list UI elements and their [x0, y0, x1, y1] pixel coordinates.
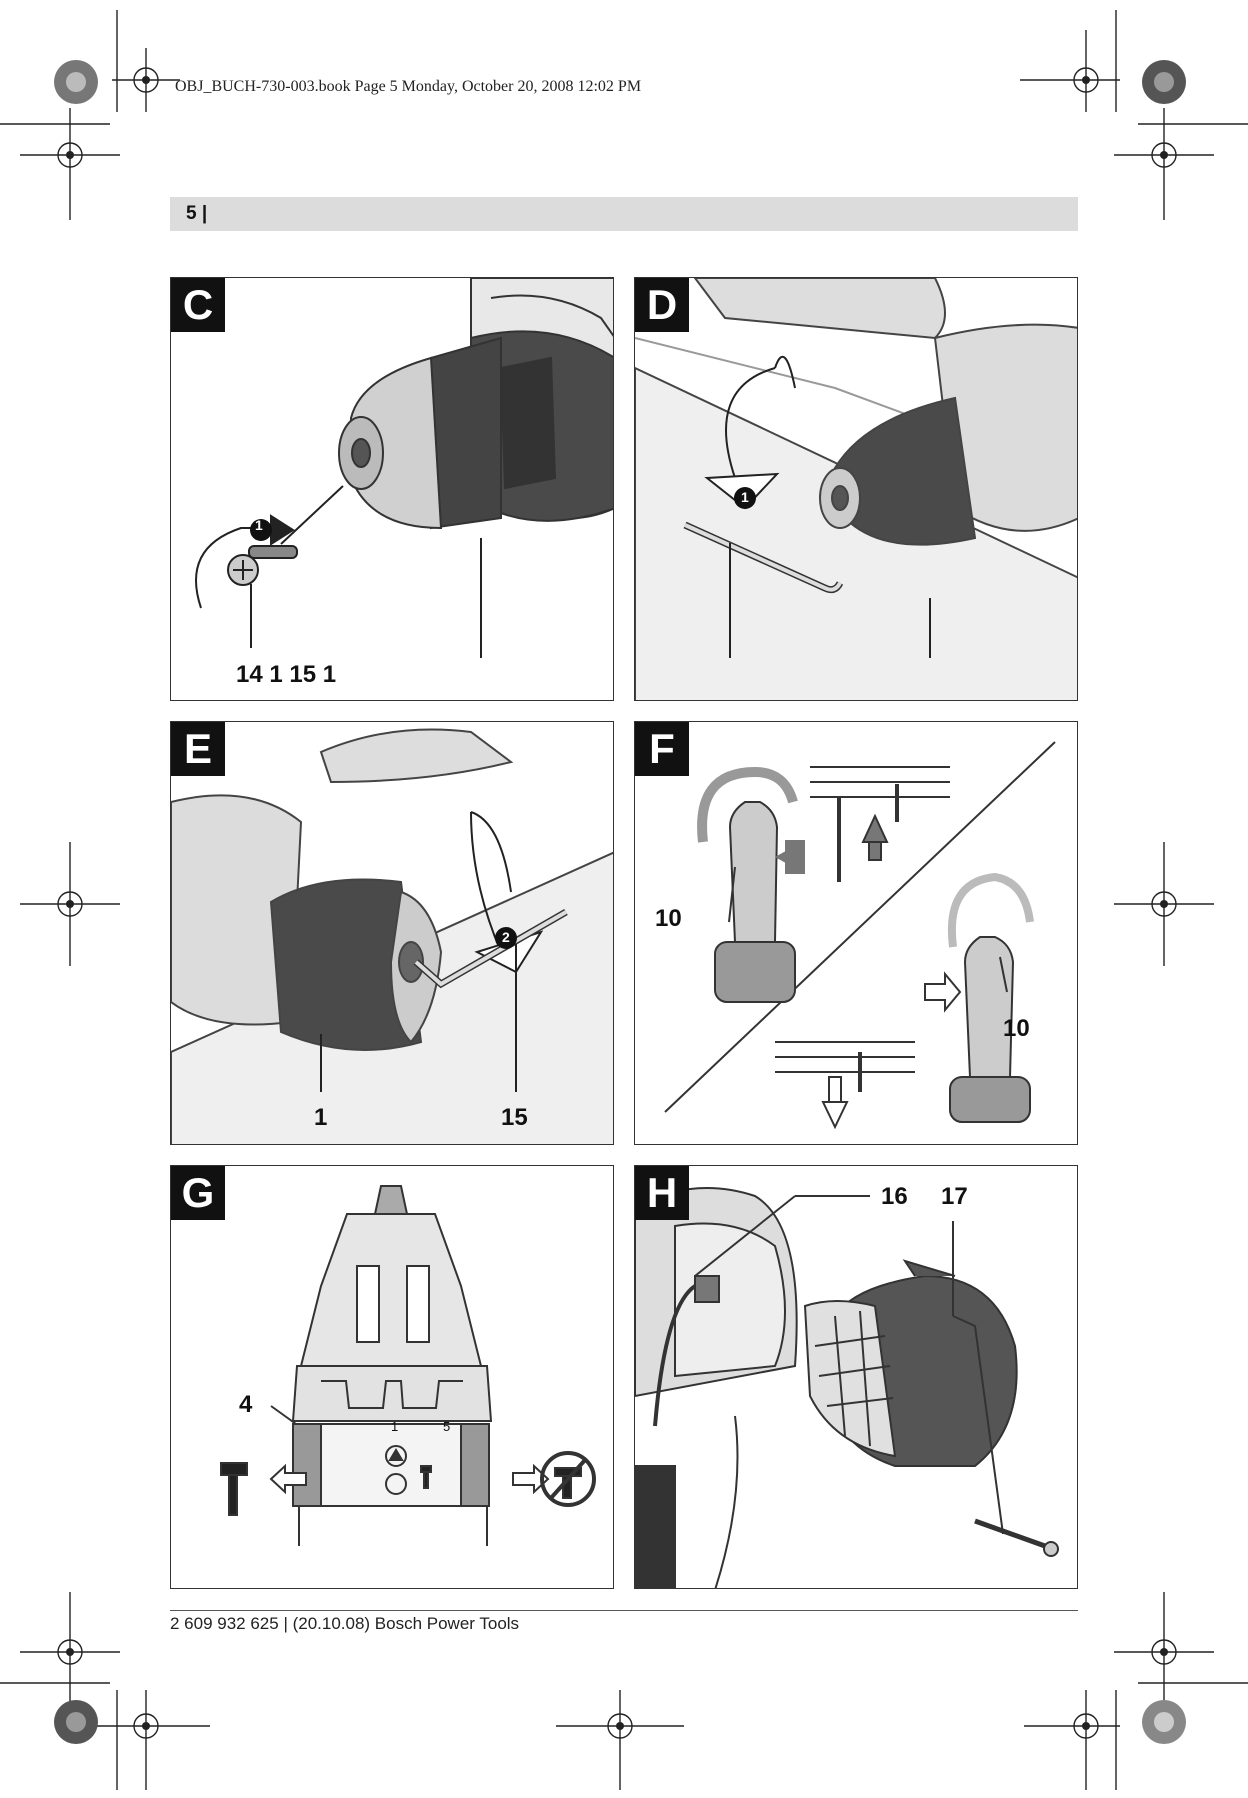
brush-cover-removal-illustration: [635, 1187, 1059, 1588]
footer-text: 2 609 932 625 | (20.10.08) Bosch Power T…: [170, 1614, 520, 1633]
callout-4: 4: [239, 1391, 253, 1418]
panel-letter-h: H: [635, 1166, 689, 1220]
panel-letter-e: E: [171, 722, 225, 776]
scale-mark-5: 5: [443, 1419, 451, 1434]
panel-letter-c: C: [171, 278, 225, 332]
callout-15: 15: [501, 1104, 528, 1131]
book-header: OBJ_BUCH-730-003.book Page 5 Monday, Oct…: [175, 78, 642, 95]
callout-14-1-15-1: 14 1 15 1: [236, 661, 337, 688]
figure-panel-h: H 16 17: [634, 1165, 1078, 1589]
step-marker-1: 1: [255, 517, 263, 533]
callout-16: 16: [881, 1183, 908, 1210]
step-marker-1: 1: [741, 489, 749, 505]
figure-panel-e: E 2 1 15: [170, 721, 614, 1145]
panel-letter-g: G: [171, 1166, 225, 1220]
chuck-screw-removal-illustration: [195, 278, 613, 658]
page-number-bar: [170, 197, 1078, 231]
callout-10-reverse: 10: [1003, 1015, 1030, 1042]
rotation-direction-illustration: [664, 741, 1056, 1130]
figure-panel-f: F 10 10: [634, 721, 1078, 1145]
footer-rule: [170, 1610, 1078, 1611]
callout-10-forward: 10: [655, 905, 682, 932]
panel-letter-d: D: [635, 278, 689, 332]
callout-17: 17: [941, 1183, 968, 1210]
figure-panel-d: D 1: [634, 277, 1078, 701]
figure-panel-c: C 1 14 1 15 1: [170, 277, 614, 701]
callout-1: 1: [314, 1104, 328, 1131]
figure-panel-g: G 4 1 5: [170, 1165, 614, 1589]
chuck-loosening-illustration: [635, 278, 1077, 700]
scale-mark-1: 1: [391, 1419, 399, 1434]
panel-letter-f: F: [635, 722, 689, 776]
step-marker-2: 2: [502, 929, 510, 945]
mode-selector-illustration: [220, 1185, 596, 1546]
chuck-tightening-illustration: [171, 728, 613, 1144]
page-number: 5 |: [186, 203, 208, 224]
